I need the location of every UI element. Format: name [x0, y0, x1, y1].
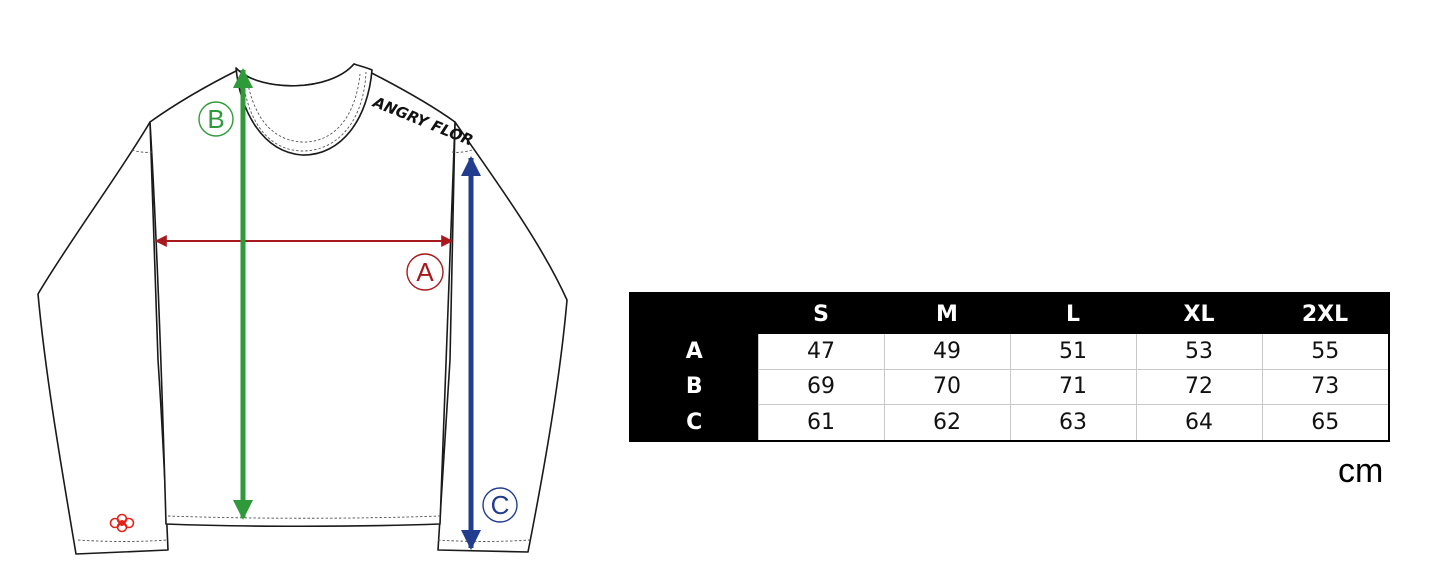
- table-cell: 70: [883, 369, 1010, 406]
- size-header-row: S M L XL 2XL: [631, 294, 1388, 334]
- size-header: XL: [1136, 294, 1262, 334]
- table-cell: 69: [757, 369, 884, 406]
- measure-a-label: A: [416, 257, 434, 287]
- table-cell: 65: [1261, 404, 1388, 440]
- table-cell: 73: [1261, 369, 1388, 406]
- size-chart-table: S M L XL 2XL A 47 49 51 53 55 B 69 70 71…: [629, 292, 1390, 442]
- size-header: L: [1010, 294, 1136, 334]
- table-cell: 62: [883, 404, 1010, 440]
- table-cell: 61: [757, 404, 884, 440]
- measure-b-label: B: [207, 104, 224, 134]
- table-cell: 51: [1009, 334, 1136, 370]
- corner-cell: [631, 294, 758, 334]
- table-cell: 47: [757, 334, 884, 370]
- table-cell: 53: [1135, 334, 1262, 370]
- sweatshirt-outline: [37, 63, 568, 555]
- row-label: A: [631, 334, 758, 370]
- measure-b-badge: [198, 101, 234, 137]
- unit-label: cm: [1338, 452, 1384, 490]
- table-cell: 63: [1009, 404, 1136, 440]
- sweatshirt-diagram: ANGRY FLOR A B C: [37, 63, 568, 555]
- stitching: [77, 71, 531, 542]
- table-cell: 55: [1261, 334, 1388, 370]
- size-header: M: [884, 294, 1010, 334]
- row-label: B: [631, 369, 758, 405]
- table-cell: 64: [1135, 404, 1262, 440]
- measure-c-label: C: [491, 490, 510, 520]
- table-row: B 69 70 71 72 73: [631, 369, 1388, 406]
- measure-c-badge: [482, 487, 518, 523]
- size-header: S: [758, 294, 884, 334]
- table-row: C 61 62 63 64 65: [631, 404, 1388, 440]
- measure-a-badge: [406, 253, 444, 291]
- flower-logo-icon: [109, 513, 135, 533]
- collar-outer: [235, 63, 373, 156]
- table-cell: 72: [1135, 369, 1262, 406]
- row-label: C: [631, 404, 758, 440]
- table-row: A 47 49 51 53 55: [631, 334, 1388, 370]
- table-cell: 49: [883, 334, 1010, 370]
- size-header: 2XL: [1262, 294, 1388, 334]
- left-sleeve: [37, 121, 169, 555]
- table-cell: 71: [1009, 369, 1136, 406]
